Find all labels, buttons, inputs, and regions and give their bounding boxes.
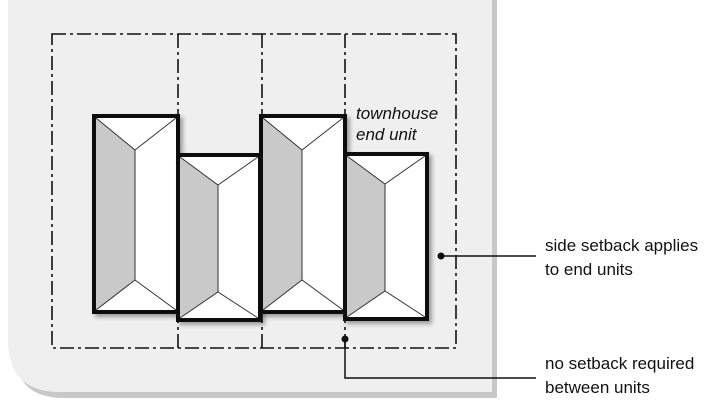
end-unit-label: townhouse end unit [356,104,443,144]
no-setback-leader [341,335,536,379]
lot-boundary [51,33,457,349]
side-setback-label: side setback applies to end units [545,236,703,279]
townhouse-unit-2 [176,153,262,322]
no-setback-label: no setback required between units [545,354,699,397]
end-unit-label-line1: townhouse [356,104,438,123]
side-setback-label-line2: to end units [545,260,633,279]
townhouse-unit-1 [92,114,180,314]
no-setback-label-line1: no setback required [545,354,694,373]
end-unit-label-line2: end unit [356,125,418,144]
townhouse-unit-3 [259,114,347,314]
townhouse-unit-4-end-unit [343,152,429,321]
side-setback-label-line1: side setback applies [545,236,698,255]
side-setback-leader [437,252,536,260]
no-setback-label-line2: between units [545,378,650,397]
